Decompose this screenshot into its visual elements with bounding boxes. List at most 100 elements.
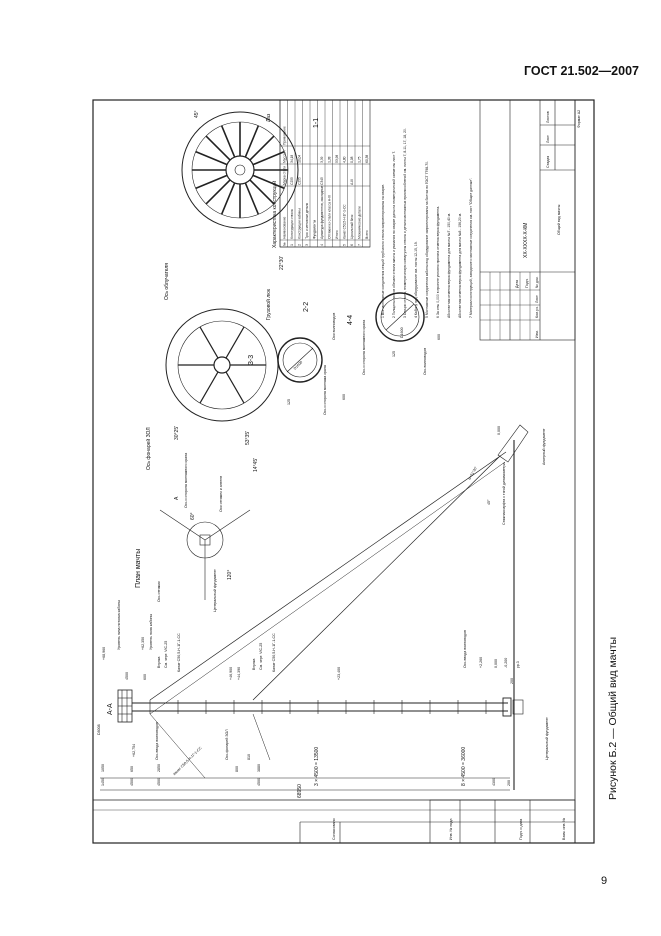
section-mark: А (174, 496, 180, 500)
table-cell: 1 (290, 244, 294, 246)
dim-label: 600 (342, 394, 346, 400)
elevation-label: +62,754 (132, 744, 136, 757)
sleeve-label: Втулка (157, 657, 161, 668)
table-title: Характеристика конструкций (271, 181, 278, 248)
mast-elevation: А-А 3 × 4500 = 13500 8 × 4500 = 36000 68… (97, 424, 549, 798)
axis-label: Ось и сторона монтажного крана (184, 453, 188, 508)
angle-label: 45° (194, 110, 200, 118)
dim-label: 600 (437, 334, 441, 340)
note-item: 7 Материал конструкций, заводские и монт… (469, 178, 473, 318)
elevation-label: +46,900 (229, 667, 233, 680)
table-cell: 60,38 (365, 155, 369, 163)
section-1-1: 1-1 45° Лаз 22°30' (181, 110, 320, 270)
elevation-label: 0,000 (497, 426, 501, 435)
table-cell: 0,08 (350, 156, 354, 162)
dim-label: 3 × 4500 = 13500 (314, 747, 320, 786)
side-stamp: Взам. инв. № Подп. и дата Инв. № подл. С… (299, 799, 576, 844)
table-cell: 3,39 (320, 156, 324, 162)
elevation-label: 0,000 (494, 659, 498, 668)
diameter-label: D1600 (293, 360, 303, 370)
axis-label: Ось оттяжки (157, 581, 161, 602)
tb-col: Дата (515, 280, 519, 288)
table-cell: 1,38 (328, 156, 332, 162)
foundation-label: Центральный фундамент (545, 717, 549, 760)
hatch-label: Лаз (266, 113, 272, 122)
table-cell: 1,75 (358, 156, 362, 162)
section-label: 4-4 (347, 315, 354, 325)
table-cell: Конструкции кабины (298, 208, 302, 239)
coupling-label: Стяжная муфта с тягой динамометра (502, 463, 506, 525)
elevation-label: +2,260 (479, 657, 483, 668)
axis-label: Ось облучателя (164, 263, 170, 300)
elevation-label: +62,350 (141, 637, 145, 650)
table-cell: Трос и метизные детали (305, 202, 309, 238)
dim-label: 125 (392, 351, 396, 357)
ref-label: См. черт. VIC-25 (259, 643, 263, 670)
dim-label: 4500 (130, 778, 134, 786)
stamp-sign: Подп. и дата (519, 819, 523, 840)
table-cell: Цокольный блок (350, 214, 354, 239)
note-item: 2 Толщины листов обечаек ствола мачты и … (392, 151, 396, 318)
section-3-3: 3-3 D1600 600 125 Ось и сторона монтажа … (248, 313, 346, 415)
dim-label: 200 (510, 678, 514, 684)
standard-number: ГОСТ 21.502—2007 (523, 64, 639, 78)
dim-label: 1450 (101, 778, 105, 786)
title-block: XX-XXXX-X-КМ Общий вид мачты Стадия Лист… (479, 99, 581, 341)
mast-plan: План мачты 60° 120° Ось оттяжки Оси оття… (135, 453, 251, 612)
table-cell: Канат С50,5-Н-1Г-1-СС (343, 204, 347, 239)
stamp-inv: Инв. № подл. (449, 818, 453, 840)
table-cell: 10,04 (298, 155, 302, 163)
level-label: Уровень низа потолка кабины (117, 600, 121, 650)
section-label: План мачты (135, 549, 142, 588)
table-cell: 53,98 (335, 155, 339, 163)
guy-cable (149, 451, 507, 701)
angle-label: 60° (190, 512, 196, 520)
table-cell: 5 (343, 244, 347, 246)
table-cell: Всего (365, 230, 369, 239)
table-cell: 4,80 (343, 156, 347, 162)
tb-col: № док. (535, 276, 539, 288)
sheets-label: Листов (546, 111, 550, 123)
tb-col: Подп. (525, 278, 529, 288)
table-header-cell: Марка стали (283, 166, 287, 185)
axis-label: Ось фонарей ЗОЛ (225, 729, 229, 760)
elevation-label: +23,400 (337, 667, 341, 680)
section-label: 2-2 (303, 302, 310, 312)
table-cell: 3 (305, 244, 309, 246)
table-cell: С345 (320, 177, 324, 185)
stamp-agreed: Согласовано (332, 818, 336, 840)
angle-label: 120° (227, 570, 233, 580)
axis-label: Ось и сторона монтажного крана (362, 320, 366, 375)
dim-label: 4500 (157, 778, 161, 786)
stamp-replace: Взам. инв. № (562, 818, 566, 840)
note-item: 5 Монтажные соединения кабины под оборуд… (425, 161, 429, 318)
angle-label: 53°35' (245, 431, 251, 445)
section-label: 3-3 (248, 355, 255, 365)
axis-label: Оси волноводов (332, 313, 336, 340)
cable-label: Канат С50,5-Н-1Г-1-СС (272, 633, 276, 672)
cable-label: Канат С50,5-Н-1Г-1-СС (177, 633, 181, 672)
table-cell: 7 (358, 244, 362, 246)
dim-label: 200 (507, 780, 511, 786)
axis-label: Ось ввода волноводов (463, 630, 467, 668)
tb-col: Лист (535, 295, 539, 303)
axis-label: Ось и сторона монтажа крана (323, 365, 327, 415)
table-cell: 4 (320, 244, 324, 246)
table-cell: Итого (335, 230, 339, 239)
page-number: 9 (601, 875, 608, 887)
guy-cable (252, 455, 501, 701)
cable-label: Канат С50,5-Н-1Г-1-СС (172, 746, 203, 777)
dim-label: 600 (143, 674, 147, 680)
format-label: Формат А2 (577, 110, 581, 128)
note-item: 1 Все монтажные соединения секций трубча… (381, 184, 385, 318)
axis-label: Ось волноводов (423, 348, 427, 375)
axis-label: Ось ввода волноводов (155, 722, 159, 760)
level-label: ур.3 (516, 661, 520, 668)
section-4-4: 4-4 D1600 600 125 Ось волноводов Ось и с… (347, 292, 441, 375)
section-label: А-А (107, 703, 114, 715)
foundation-label: Центральный фундамент (213, 569, 217, 612)
elevation-label: -0,200 (504, 658, 508, 668)
note-item: 3 Секции ствола, геометрическую схему уз… (403, 128, 407, 318)
diameter-label: D1600 (400, 327, 404, 338)
